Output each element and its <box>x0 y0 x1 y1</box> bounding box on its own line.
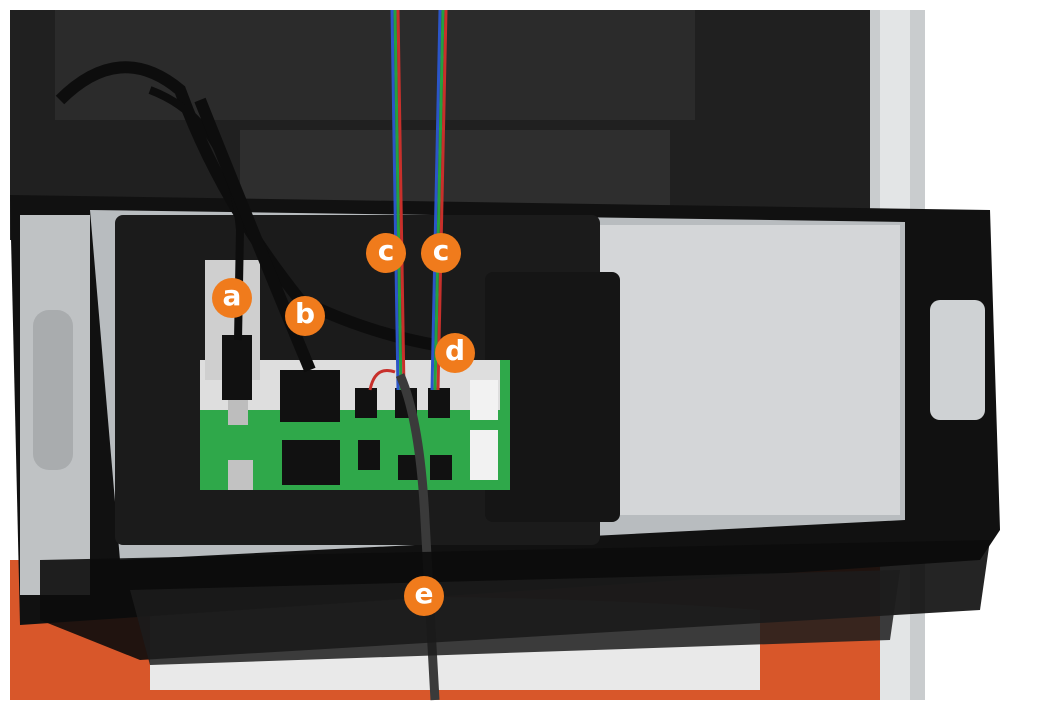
callout-b: b <box>285 296 325 336</box>
cable-e <box>395 373 440 701</box>
callout-a: a <box>212 278 252 318</box>
callout-c-left: c <box>366 233 406 273</box>
callout-c-right: c <box>421 233 461 273</box>
callout-e: e <box>404 576 444 616</box>
callout-d: d <box>435 333 475 373</box>
